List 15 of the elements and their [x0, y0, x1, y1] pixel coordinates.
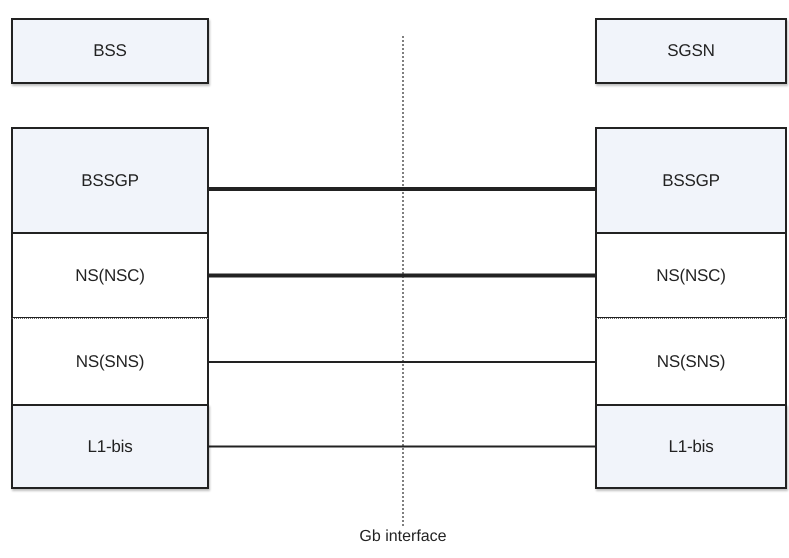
protocol-peer-line	[209, 187, 595, 192]
protocol-layer-box: BSSGP	[595, 127, 787, 234]
protocol-layer-box: SGSN	[595, 18, 787, 84]
protocol-layer-box: L1-bis	[11, 404, 209, 489]
protocol-layer-box: BSS	[11, 18, 209, 84]
protocol-layer-box: L1-bis	[595, 404, 787, 489]
protocol-layer-box: NS(NSC)	[595, 232, 787, 319]
protocol-peer-line	[209, 361, 595, 363]
protocol-layer-box: NS(SNS)	[595, 318, 787, 406]
protocol-layer-box: NS(NSC)	[11, 232, 209, 319]
protocol-layer-box: NS(SNS)	[11, 318, 209, 406]
interface-label: Gb interface	[358, 528, 448, 546]
protocol-layer-box: BSSGP	[11, 127, 209, 234]
protocol-peer-line	[209, 446, 595, 448]
protocol-peer-line	[209, 274, 595, 278]
